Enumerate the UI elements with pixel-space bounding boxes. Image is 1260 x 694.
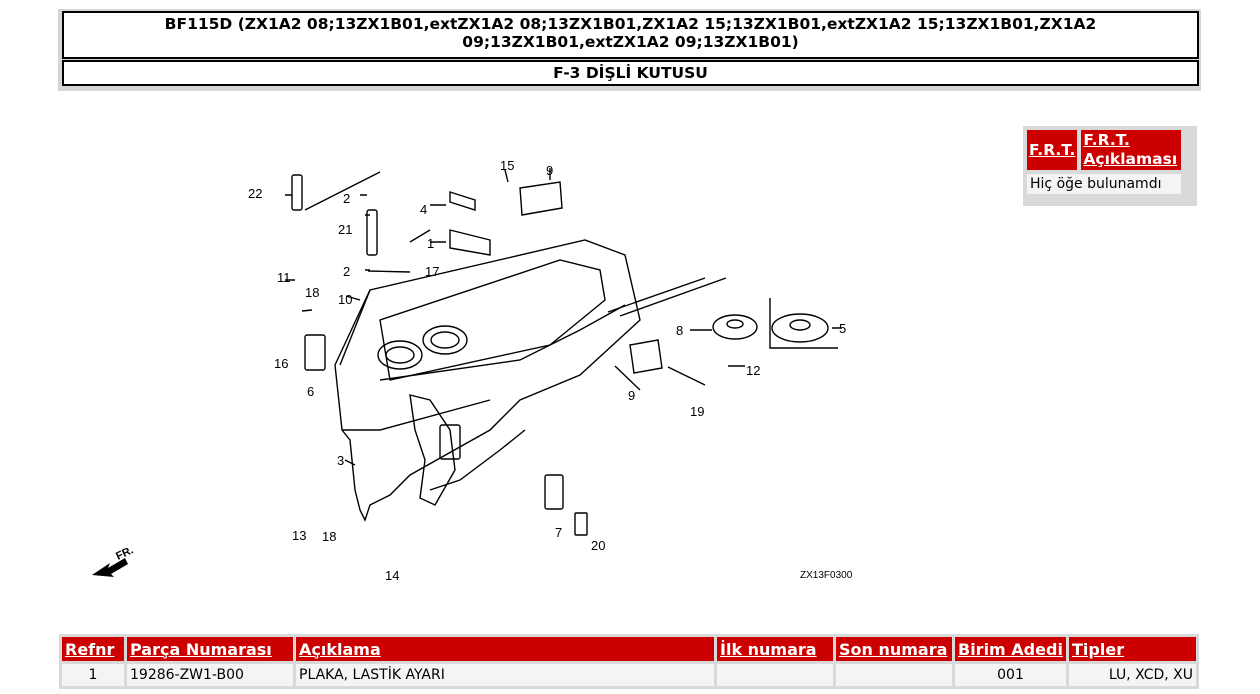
- last-number-col-header[interactable]: Son numara: [836, 637, 952, 661]
- first-number-col-header[interactable]: İlk numara: [717, 637, 833, 661]
- first-number-cell: [717, 664, 833, 686]
- unit-qty-cell: 001: [955, 664, 1066, 686]
- callout: 14: [385, 568, 399, 583]
- callout: 2: [343, 191, 350, 206]
- front-arrow-icon: FR.: [92, 544, 135, 577]
- diagram-code: ZX13F0300: [800, 570, 853, 581]
- callout: 2: [343, 264, 350, 279]
- callout: 21: [338, 222, 352, 237]
- frt-panel: F.R.T. F.R.T. Açıklaması Hiç öğe bulunam…: [1023, 126, 1197, 206]
- refnr-cell: 1: [62, 664, 124, 686]
- parts-table-header: Refnr Parça Numarası Açıklama İlk numara…: [62, 637, 1196, 661]
- callout: 7: [555, 525, 562, 540]
- part-number-cell: 19286-ZW1-B00: [127, 664, 293, 686]
- frt-description-col-header[interactable]: F.R.T. Açıklaması: [1081, 130, 1182, 170]
- callout: 22: [248, 186, 262, 201]
- callout: 10: [338, 292, 352, 307]
- callout: 18: [322, 529, 336, 544]
- callout: 1: [427, 236, 434, 251]
- callout: 8: [676, 323, 683, 338]
- callout: 13: [292, 528, 306, 543]
- callout: 3: [337, 453, 344, 468]
- callout: 16: [274, 356, 288, 371]
- callout: 9: [546, 163, 553, 178]
- callout: 5: [839, 321, 846, 336]
- parts-table: Refnr Parça Numarası Açıklama İlk numara…: [59, 634, 1199, 689]
- section-title: F-3 DİŞLİ KUTUSU: [62, 60, 1199, 86]
- callout-labels: 22 2 21 2 10 11 18 16 6 3 13 18 14 15 9 …: [248, 158, 853, 583]
- callout: 15: [500, 158, 514, 173]
- table-row: 1 19286-ZW1-B00 PLAKA, LASTİK AYARI 001 …: [62, 664, 1196, 686]
- callout: 18: [305, 285, 319, 300]
- part-number-col-header[interactable]: Parça Numarası: [127, 637, 293, 661]
- model-title: BF115D (ZX1A2 08;13ZX1B01,extZX1A2 08;13…: [62, 11, 1199, 59]
- callout: 19: [690, 404, 704, 419]
- exploded-parts-diagram: 22 2 21 2 10 11 18 16 6 3 13 18 14 15 9 …: [92, 158, 853, 583]
- description-col-header[interactable]: Açıklama: [296, 637, 714, 661]
- front-marker: FR.: [114, 544, 135, 562]
- types-col-header[interactable]: Tipler: [1069, 637, 1196, 661]
- callout: 12: [746, 363, 760, 378]
- callout: 17: [425, 264, 439, 279]
- callout: 11: [277, 270, 291, 285]
- frt-col-header[interactable]: F.R.T.: [1027, 130, 1078, 170]
- callout: 4: [420, 202, 427, 217]
- frt-empty-message: Hiç öğe bulunamdı: [1027, 174, 1182, 194]
- gearcase-outline: [334, 239, 641, 522]
- description-cell: PLAKA, LASTİK AYARI: [296, 664, 714, 686]
- last-number-cell: [836, 664, 952, 686]
- callout: 6: [307, 384, 314, 399]
- unit-qty-col-header[interactable]: Birim Adedi: [955, 637, 1066, 661]
- callout: 20: [591, 538, 605, 553]
- types-cell: LU, XCD, XU: [1069, 664, 1196, 686]
- callout: 9: [628, 388, 635, 403]
- refnr-col-header[interactable]: Refnr: [62, 637, 124, 661]
